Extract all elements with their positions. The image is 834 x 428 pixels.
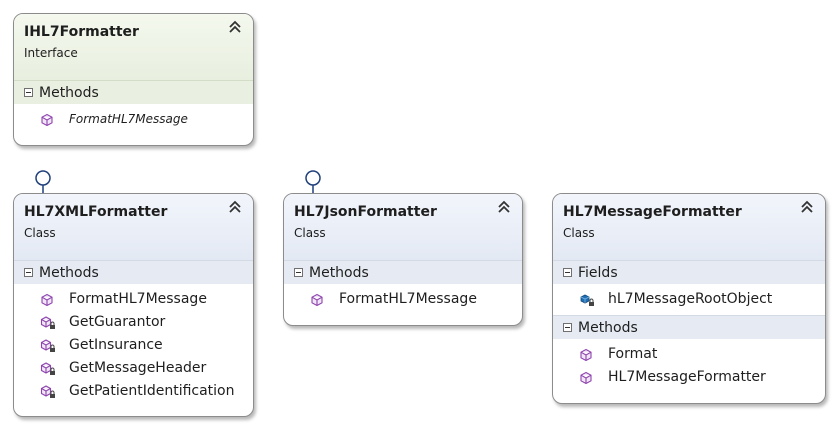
hl7xmlformatter-box[interactable]: HL7XMLFormatter Class Methods FormatHL7M…: [13, 193, 254, 417]
double-chevron-up-icon[interactable]: [800, 200, 814, 214]
method-name: FormatHL7Message: [69, 291, 207, 307]
method-item[interactable]: Format: [553, 343, 825, 366]
box-title: IHL7Formatter: [24, 24, 139, 40]
collapse-minus-icon[interactable]: [24, 88, 33, 97]
section-title: Methods: [39, 265, 99, 281]
field-lock-icon: [580, 294, 594, 306]
hl7messageformatter-box[interactable]: HL7MessageFormatter Class Fields hL7Mess…: [552, 193, 826, 404]
method-item[interactable]: GetMessageHeader: [14, 357, 253, 380]
method-cube-icon: [41, 113, 53, 127]
box-kind: Class: [563, 226, 595, 240]
collapse-minus-icon[interactable]: [294, 268, 303, 277]
method-item[interactable]: GetInsurance: [14, 334, 253, 357]
double-chevron-up-icon[interactable]: [228, 200, 242, 214]
method-cube-icon: [41, 293, 53, 307]
method-cube-lock-icon: [40, 316, 55, 329]
box-header: HL7XMLFormatter Class: [14, 194, 253, 260]
methods-section-header[interactable]: Methods: [14, 260, 253, 284]
field-name: hL7MessageRootObject: [608, 291, 773, 307]
method-cube-icon: [580, 348, 592, 362]
method-name: FormatHL7Message: [339, 291, 477, 307]
box-header: HL7JsonFormatter Class: [284, 194, 522, 260]
box-header: HL7MessageFormatter Class: [553, 194, 825, 260]
method-cube-lock-icon: [40, 362, 55, 375]
collapse-minus-icon[interactable]: [563, 323, 572, 332]
section-title: Methods: [39, 85, 99, 101]
method-item[interactable]: FormatHL7Message: [14, 108, 253, 131]
interface-lollipop-xml: [35, 170, 51, 196]
method-name: FormatHL7Message: [69, 112, 188, 126]
collapse-minus-icon[interactable]: [563, 268, 572, 277]
method-item[interactable]: GetGuarantor: [14, 311, 253, 334]
methods-section-header[interactable]: Methods: [14, 80, 253, 104]
method-item[interactable]: FormatHL7Message: [14, 288, 253, 311]
box-kind: Class: [294, 226, 326, 240]
box-title: HL7JsonFormatter: [294, 204, 437, 220]
method-item[interactable]: HL7MessageFormatter: [553, 366, 825, 389]
method-item[interactable]: GetPatientIdentification: [14, 380, 253, 403]
method-cube-icon: [580, 371, 592, 385]
ihl7formatter-box[interactable]: IHL7Formatter Interface Methods FormatHL…: [13, 13, 254, 146]
method-name: Format: [608, 346, 658, 362]
method-name: GetGuarantor: [69, 314, 166, 330]
method-cube-lock-icon: [40, 385, 55, 398]
method-name: GetPatientIdentification: [69, 383, 235, 399]
double-chevron-up-icon[interactable]: [497, 200, 511, 214]
methods-section-header[interactable]: Methods: [553, 315, 825, 339]
box-title: HL7XMLFormatter: [24, 204, 168, 220]
methods-section-header[interactable]: Methods: [284, 260, 522, 284]
section-title: Methods: [578, 320, 638, 336]
hl7jsonformatter-box[interactable]: HL7JsonFormatter Class Methods FormatHL7…: [283, 193, 523, 326]
double-chevron-up-icon[interactable]: [228, 20, 242, 34]
method-cube-lock-icon: [40, 339, 55, 352]
box-kind: Interface: [24, 46, 78, 60]
box-title: HL7MessageFormatter: [563, 204, 742, 220]
field-item[interactable]: hL7MessageRootObject: [553, 288, 825, 311]
method-name: HL7MessageFormatter: [608, 369, 766, 385]
box-kind: Class: [24, 226, 56, 240]
method-item[interactable]: FormatHL7Message: [284, 288, 522, 311]
section-title: Methods: [309, 265, 369, 281]
method-cube-icon: [311, 293, 323, 307]
section-title: Fields: [578, 265, 618, 281]
fields-section-header[interactable]: Fields: [553, 260, 825, 284]
method-name: GetInsurance: [69, 337, 163, 353]
collapse-minus-icon[interactable]: [24, 268, 33, 277]
interface-lollipop-json: [305, 170, 321, 196]
box-header: IHL7Formatter Interface: [14, 14, 253, 80]
method-name: GetMessageHeader: [69, 360, 207, 376]
